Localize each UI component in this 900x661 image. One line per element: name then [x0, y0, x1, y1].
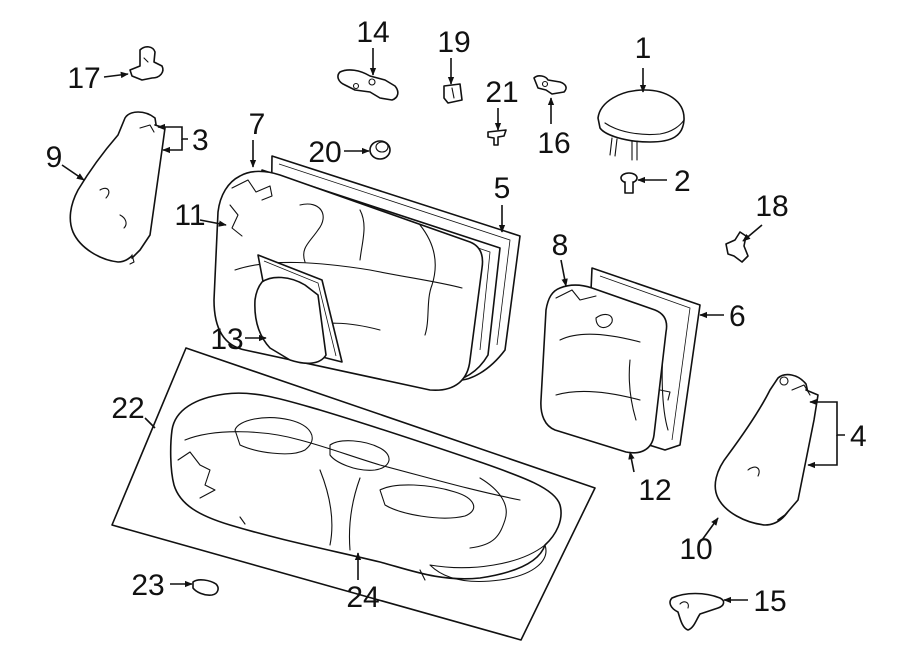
headrest: [597, 89, 685, 161]
clip-21: [487, 129, 507, 146]
leader-9: [61, 164, 85, 181]
headrest-guide: [620, 172, 638, 194]
callout-16: 16: [537, 127, 570, 160]
callout-7: 7: [249, 108, 266, 141]
leader-17: [103, 71, 129, 79]
callout-13: 13: [210, 323, 243, 356]
callout-11: 11: [174, 199, 205, 232]
callout-5: 5: [494, 172, 511, 205]
leader-18: [742, 224, 763, 242]
leader-lines: [61, 48, 845, 604]
callout-3: 3: [192, 124, 209, 157]
leader-3: [157, 123, 188, 140]
callout-17: 17: [67, 62, 100, 95]
clip-16: [533, 75, 567, 95]
left-side-bolster: [69, 111, 166, 265]
leader-8: [560, 259, 568, 287]
seat-back-right: [540, 267, 701, 454]
right-side-bolster: [714, 373, 819, 526]
callout-9: 9: [46, 141, 63, 174]
callout-labels: 1 2 3 4 5 6 7 8 9 10 11 12 13 14 15 16 1…: [46, 16, 867, 618]
callout-2: 2: [674, 165, 691, 198]
callout-15: 15: [753, 585, 786, 618]
center-armrest: [254, 276, 327, 365]
strike-19: [443, 83, 463, 104]
leader-10: [701, 517, 719, 541]
callout-12: 12: [638, 474, 671, 507]
callout-8: 8: [552, 229, 569, 262]
leader-4b: [807, 435, 838, 469]
callout-1: 1: [635, 32, 652, 65]
bracket-17: [129, 46, 164, 81]
callout-4: 4: [850, 420, 867, 453]
clip-18: [725, 231, 749, 263]
bushing-20: [369, 140, 391, 160]
callout-21: 21: [485, 76, 518, 109]
cap-23: [192, 579, 219, 596]
callout-20: 20: [308, 136, 341, 169]
leader-4: [809, 398, 845, 436]
callout-10: 10: [679, 533, 712, 566]
callout-6: 6: [729, 300, 746, 333]
callout-14: 14: [356, 16, 389, 49]
seat-cushion: [169, 392, 562, 582]
seat-back-left: [213, 155, 521, 391]
callout-18: 18: [755, 190, 788, 223]
leader-12: [628, 451, 635, 473]
leader-11: [199, 219, 227, 227]
callout-23: 23: [131, 569, 164, 602]
callout-24: 24: [346, 581, 379, 614]
seat-back-right-cover: [540, 284, 668, 454]
callout-22: 22: [111, 392, 144, 425]
leader-3b: [162, 139, 183, 154]
leader-22: [144, 417, 156, 429]
latch-14: [337, 69, 399, 101]
callout-19: 19: [437, 26, 470, 59]
trim-15: [669, 592, 725, 631]
seat-back-cover: [213, 170, 484, 391]
